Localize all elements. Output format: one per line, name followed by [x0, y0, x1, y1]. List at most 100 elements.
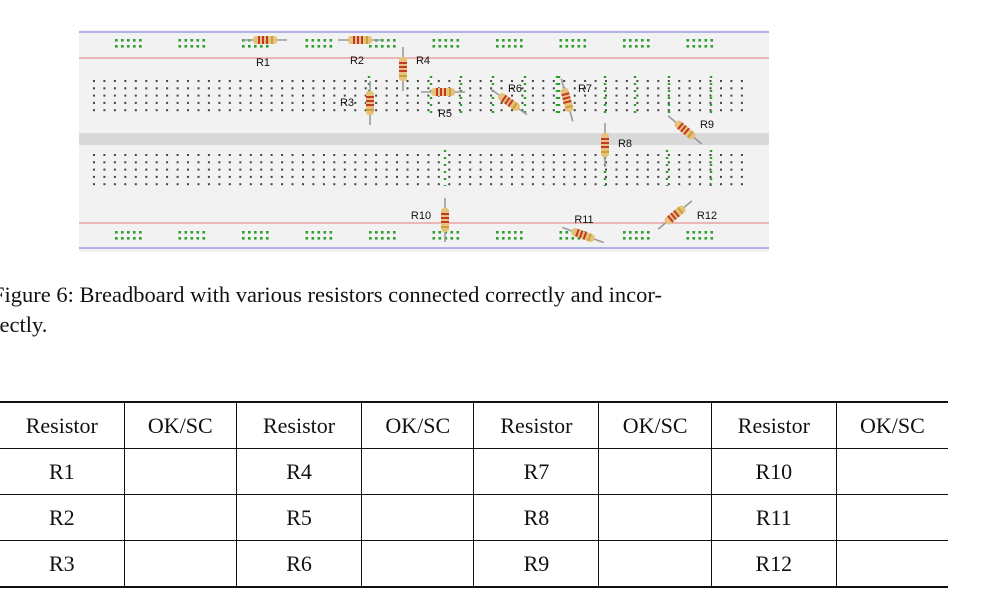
strip-hole [228, 154, 231, 156]
strip-hole [187, 175, 189, 178]
rail-hole [456, 237, 460, 240]
rail-hole [635, 45, 638, 48]
strip-hole [396, 175, 398, 178]
rail-hole [710, 237, 714, 240]
strip-hole [605, 80, 607, 82]
rail-hole [178, 45, 182, 48]
strip-hole [531, 109, 534, 112]
strip-hole [333, 87, 336, 90]
rail-hole [571, 237, 575, 240]
strip-hole [207, 161, 210, 164]
strip-hole [448, 101, 451, 104]
rail-hole [698, 45, 702, 48]
resistor-label-r2: R2 [350, 55, 364, 67]
rail-hole [381, 231, 384, 234]
strip-hole [615, 168, 618, 171]
strip-hole [740, 154, 743, 156]
strip-hole [187, 80, 189, 82]
strip-hole [364, 87, 367, 90]
strip-hole [709, 183, 712, 186]
strip-hole [490, 80, 493, 82]
rail-hole [369, 237, 372, 240]
strip-hole [521, 101, 524, 104]
strip-hole [625, 183, 628, 186]
resistor-body [431, 88, 455, 96]
strip-hole [646, 80, 649, 82]
strip-hole [688, 80, 691, 82]
strip-hole [207, 94, 210, 97]
ok-sc-cell [361, 540, 474, 587]
rail-hole [115, 237, 118, 240]
rail-hole [502, 39, 505, 42]
strip-hole [511, 175, 513, 178]
strip-hole [552, 94, 555, 97]
strip-hole [312, 80, 315, 82]
rail-hole [381, 45, 384, 48]
resistor-body [601, 133, 609, 157]
resistor-cell: R7 [473, 448, 599, 495]
strip-hole [145, 94, 148, 97]
strip-hole [385, 175, 388, 178]
color-band [680, 125, 687, 133]
strip-hole [584, 87, 587, 90]
strip-hole [239, 168, 242, 171]
strip-hole [187, 161, 189, 164]
strip-hole [270, 80, 273, 82]
strip-hole [155, 87, 158, 90]
rail-hole [502, 231, 505, 234]
strip-hole [270, 168, 273, 171]
strip-hole [667, 161, 670, 164]
strip-hole [134, 109, 137, 112]
strip-hole [542, 109, 545, 112]
strip-hole [385, 154, 388, 156]
strip-hole [573, 175, 576, 178]
rail-hole [583, 45, 587, 48]
strip-hole [103, 94, 106, 97]
strip-hole [302, 101, 304, 104]
color-band [366, 36, 368, 44]
strip-hole [678, 154, 681, 156]
strip-hole [249, 80, 252, 82]
strip-hole [437, 183, 440, 186]
table-row: R2 R5 R8 R11 [0, 494, 948, 541]
rail-hole [641, 237, 644, 240]
rail-hole [329, 231, 333, 234]
strip-hole [730, 80, 733, 82]
rail-hole [559, 45, 563, 48]
strip-hole [573, 154, 576, 156]
strip-hole [511, 87, 513, 90]
strip-hole [573, 109, 576, 112]
rail-hole [317, 237, 321, 240]
strip-hole [469, 183, 472, 186]
color-band [399, 75, 407, 77]
strip-hole [270, 183, 273, 186]
strip-hole [239, 87, 242, 90]
strip-hole [542, 183, 545, 186]
strip-hole [563, 175, 566, 178]
strip-hole [458, 87, 461, 90]
strip-hole [678, 109, 681, 112]
strip-hole [176, 80, 179, 82]
rail-hole [242, 237, 245, 240]
rail-hole [514, 237, 517, 240]
color-band [564, 104, 573, 109]
ok-sc-cell [835, 540, 948, 587]
strip-hole [228, 101, 231, 104]
strip-hole [312, 175, 315, 178]
strip-hole [176, 109, 179, 112]
strip-hole [239, 154, 242, 156]
strip-hole [615, 94, 618, 97]
strip-hole [594, 101, 597, 104]
resistor-cell: R6 [236, 540, 362, 587]
strip-hole [625, 168, 628, 171]
strip-hole [552, 80, 555, 82]
color-band [670, 212, 677, 220]
rail-hole [369, 231, 372, 234]
strip-hole [458, 161, 461, 164]
strip-hole [187, 183, 189, 186]
strip-hole [730, 87, 733, 90]
strip-hole [103, 101, 106, 104]
rail-hole [502, 237, 505, 240]
rail-hole [375, 231, 378, 234]
rail-hole [565, 231, 569, 234]
